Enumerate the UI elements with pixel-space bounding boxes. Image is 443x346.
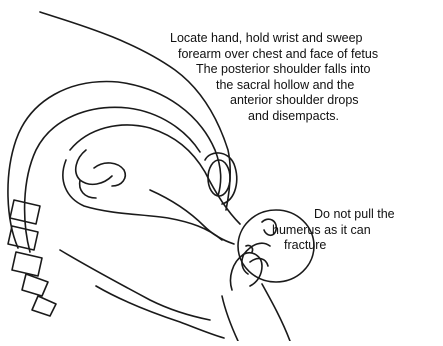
uterine-cavity-line bbox=[25, 107, 200, 252]
maneuver-line-3: The posterior shoulder falls into bbox=[170, 62, 442, 78]
maneuver-line-4: the sacral hollow and the bbox=[170, 78, 442, 94]
sacrum-segment-4 bbox=[22, 274, 48, 296]
maneuver-annotation: Locate hand, hold wrist and sweep forear… bbox=[170, 31, 442, 124]
maneuver-line-2: forearm over chest and face of fetus bbox=[170, 47, 442, 63]
fetus-foot bbox=[94, 163, 125, 186]
maneuver-line-6: and disempacts. bbox=[170, 109, 442, 125]
maneuver-line-1: Locate hand, hold wrist and sweep bbox=[170, 31, 442, 47]
operator-forearm bbox=[222, 284, 290, 341]
maneuver-line-5: anterior shoulder drops bbox=[170, 93, 442, 109]
vaginal-wall-line bbox=[96, 286, 224, 338]
warning-line-3: fracture bbox=[272, 238, 395, 254]
perineum-line bbox=[60, 250, 210, 320]
fetus-belly bbox=[63, 160, 222, 240]
sacrum-segment-5 bbox=[32, 296, 56, 316]
sacrum-segment-3 bbox=[12, 252, 42, 276]
warning-line-2: humerus as it can bbox=[272, 223, 395, 239]
fetus-leg bbox=[76, 150, 112, 198]
warning-line-1: Do not pull the bbox=[272, 207, 395, 223]
warning-annotation: Do not pull the humerus as it can fractu… bbox=[272, 207, 395, 254]
